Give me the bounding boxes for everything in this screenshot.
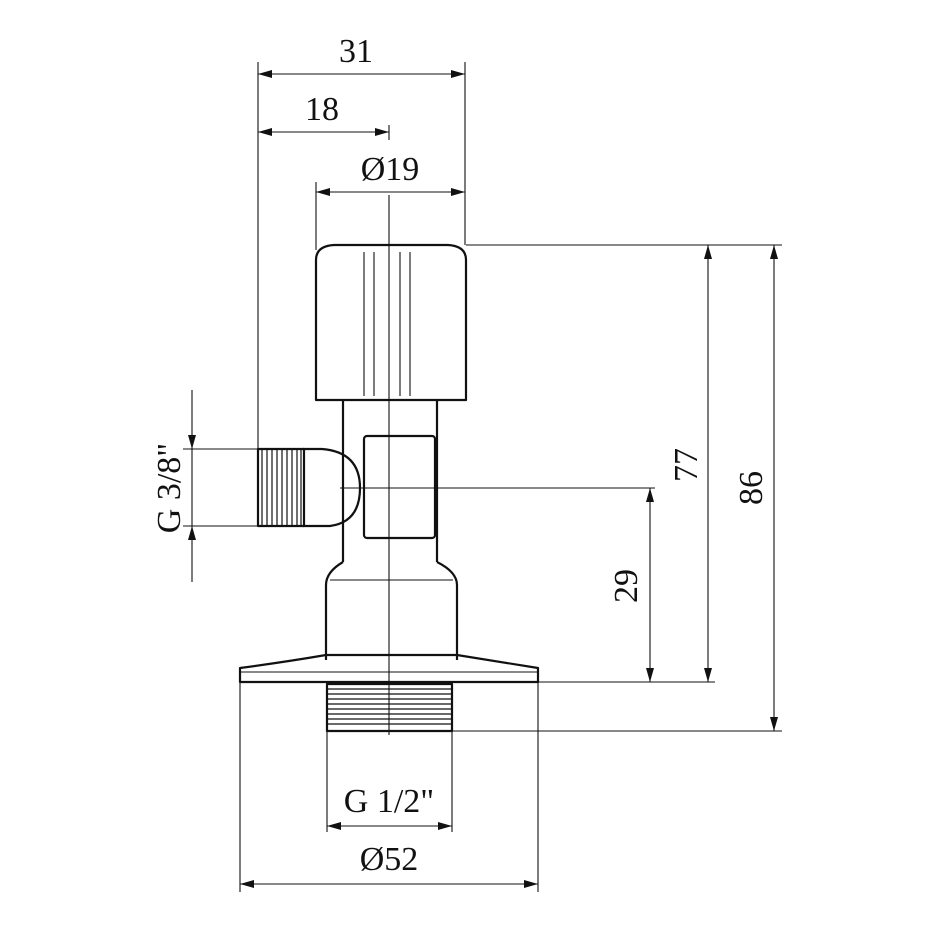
valve-body (238, 195, 655, 735)
label-height-axis: 29 (608, 569, 645, 603)
label-handle-diameter: Ø19 (361, 151, 420, 188)
valve-window (362, 434, 437, 540)
label-outlet-thread: G 1/2" (344, 783, 434, 820)
label-inlet-thread: G 3/8" (151, 443, 188, 533)
valve-nut (324, 561, 459, 660)
label-overall-width: 31 (339, 33, 373, 70)
inlet-thread (256, 447, 306, 528)
dimension-lines (188, 70, 778, 888)
dimension-labels: 31 18 Ø19 77 86 29 G 3/8" G 1/2" Ø52 (151, 33, 770, 878)
label-height-handle: 77 (668, 448, 705, 482)
label-height-total: 86 (733, 471, 770, 505)
label-flange-diameter: Ø52 (360, 841, 419, 878)
label-offset-width: 18 (305, 91, 339, 128)
valve-handle (314, 243, 468, 402)
